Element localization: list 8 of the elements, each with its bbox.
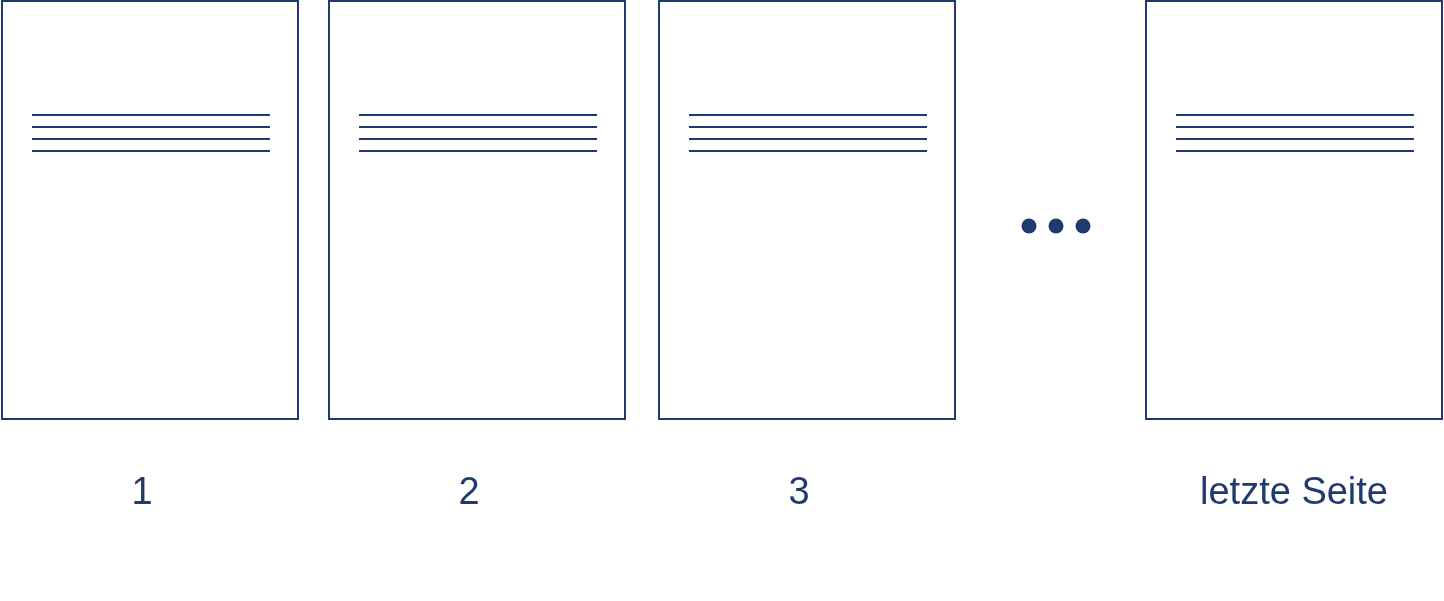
page-outline (1, 0, 299, 420)
page-number-label: 3 (788, 470, 810, 513)
page-outline (658, 0, 956, 420)
page-outline (1145, 0, 1443, 420)
page-number-label: 1 (131, 470, 153, 513)
page-outline (328, 0, 626, 420)
page-number-label: letzte Seite (1200, 470, 1388, 513)
page-number-label: 2 (458, 470, 480, 513)
